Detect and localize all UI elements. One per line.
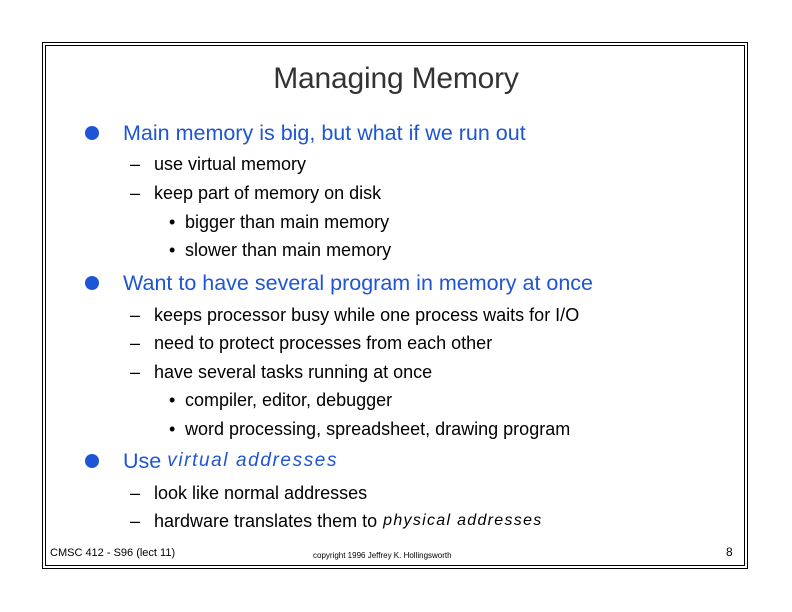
sub-item-text: use virtual memory <box>154 153 307 174</box>
sub-item-text: need to protect processes from each othe… <box>154 332 493 353</box>
sub-item-text: keeps processor busy while one process w… <box>154 304 580 325</box>
subsub-item-text: word processing, spreadsheet, drawing pr… <box>185 418 571 439</box>
sub-item: – use virtual memory <box>130 152 306 176</box>
footer-copyright: copyright 1996 Jeffrey K. Hollingsworth <box>313 551 452 560</box>
bullet-point-icon: • <box>169 239 176 260</box>
subsub-item: • bigger than main memory <box>169 211 389 233</box>
bullet-dot-icon <box>85 276 99 290</box>
subsub-item-text: compiler, editor, debugger <box>185 389 393 410</box>
subsub-item: • word processing, spreadsheet, drawing … <box>169 418 570 440</box>
subsub-item: • compiler, editor, debugger <box>169 389 392 411</box>
slide-inner-border <box>45 45 745 566</box>
dash-icon: – <box>130 182 141 203</box>
dash-icon: – <box>130 361 141 382</box>
bullet-text: Use <box>123 448 162 473</box>
subsub-item-text: bigger than main memory <box>185 211 390 232</box>
footer-course: CMSC 412 - S96 (lect 11) <box>50 547 176 559</box>
sub-item-italic-text: physical addresses <box>383 512 543 529</box>
bullet-several-programs: Want to have several program in memory a… <box>85 269 593 297</box>
sub-item: – keep part of memory on disk <box>130 181 381 205</box>
page-number: 8 <box>726 545 733 559</box>
dash-icon: – <box>130 482 141 503</box>
sub-item-text: keep part of memory on disk <box>154 182 382 203</box>
sub-item: – need to protect processes from each ot… <box>130 331 492 355</box>
sub-item: – keeps processor busy while one process… <box>130 303 579 327</box>
bullet-dot-icon <box>85 454 99 468</box>
bullet-point-icon: • <box>169 211 176 232</box>
sub-item: – look like normal addresses <box>130 481 367 505</box>
sub-item: – hardware translates them to physical a… <box>130 509 543 533</box>
bullet-text: Main memory is big, but what if we run o… <box>123 120 526 145</box>
subsub-item-text: slower than main memory <box>185 239 392 260</box>
dash-icon: – <box>130 332 141 353</box>
sub-item: – have several tasks running at once <box>130 360 432 384</box>
slide-outer-border <box>42 42 748 569</box>
bullet-virtual-addresses: Use virtual addresses <box>85 447 338 475</box>
sub-item-text: look like normal addresses <box>154 482 368 503</box>
sub-item-text: hardware translates them to <box>154 510 378 531</box>
bullet-point-icon: • <box>169 418 176 439</box>
bullet-text: Want to have several program in memory a… <box>123 270 594 295</box>
sub-item-text: have several tasks running at once <box>154 361 433 382</box>
dash-icon: – <box>130 153 141 174</box>
bullet-point-icon: • <box>169 389 176 410</box>
slide-title: Managing Memory <box>273 62 519 95</box>
bullet-main-memory: Main memory is big, but what if we run o… <box>85 119 526 147</box>
dash-icon: – <box>130 304 141 325</box>
bullet-dot-icon <box>85 126 99 140</box>
dash-icon: – <box>130 510 141 531</box>
subsub-item: • slower than main memory <box>169 239 391 261</box>
bullet-italic-text: virtual addresses <box>167 450 339 471</box>
